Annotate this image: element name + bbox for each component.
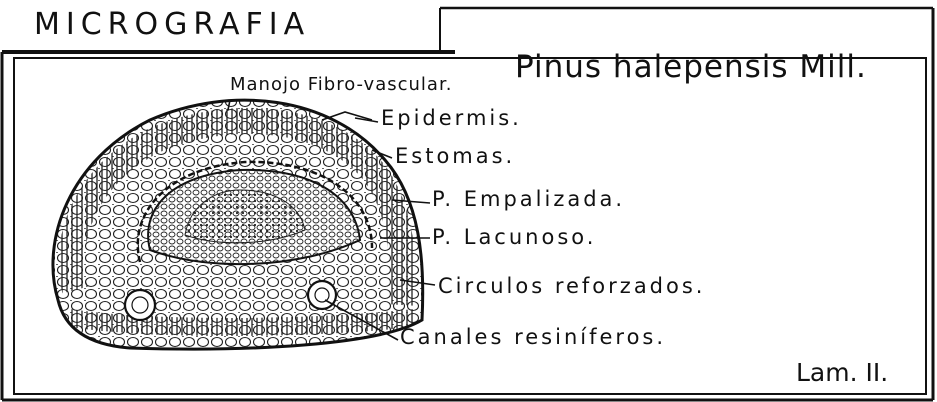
label-circulos-reforzados: Circulos reforzados. [438, 276, 705, 297]
label-manojo-fibro-vascular: Manojo Fibro-vascular. [230, 76, 452, 94]
species-name: Pinus halepensis Mill. [515, 52, 867, 83]
plate-number: Lam. II. [796, 360, 888, 385]
label-epidermis: Epidermis. [381, 108, 522, 129]
label-empalizada: P. Empalizada. [432, 189, 625, 210]
leaf-cross-section [40, 90, 440, 360]
plate-title: MICROGRAFIA [34, 10, 310, 40]
label-lacunoso: P. Lacunoso. [432, 227, 596, 248]
label-canales-resiniferos: Canales resiníferos. [400, 327, 666, 348]
label-estomas: Estomas. [395, 146, 515, 167]
